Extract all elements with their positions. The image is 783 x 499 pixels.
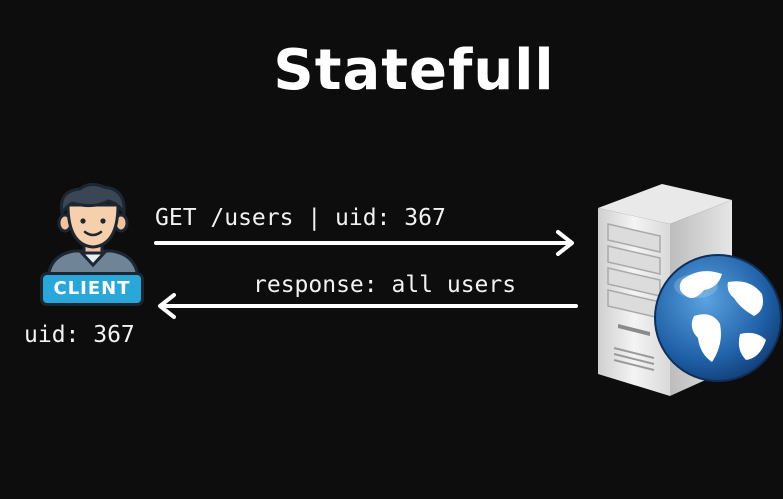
response-label: response: all users: [253, 272, 517, 298]
request-label: GET /users | uid: 367: [155, 205, 446, 231]
page-title: Statefull: [273, 38, 555, 103]
server-globe-icon: [598, 184, 782, 396]
client-badge: CLIENT: [40, 272, 144, 306]
client-uid-label: uid: 367: [24, 322, 135, 348]
request-arrow: [154, 230, 574, 256]
response-arrow: [158, 293, 578, 319]
